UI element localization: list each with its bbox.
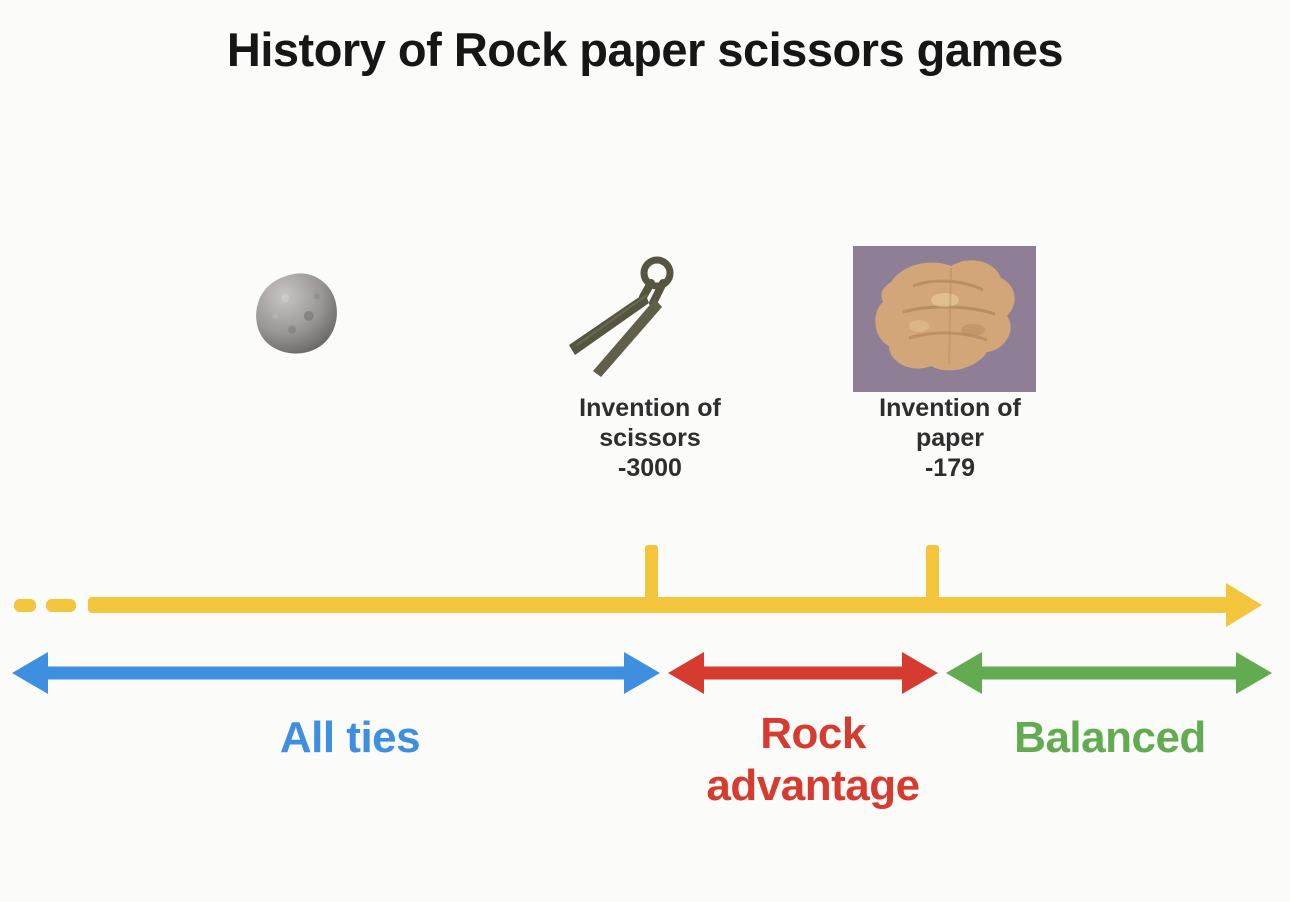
- scissors-image: [555, 245, 700, 385]
- timeline-arrowhead: [1226, 583, 1262, 627]
- arrow-shaft: [700, 666, 906, 680]
- rock-advantage-label: Rock advantage: [706, 709, 920, 810]
- scissors-event-label: Invention of scissors -3000: [545, 393, 755, 483]
- event-line-1: Invention of: [579, 394, 721, 422]
- arrowhead-left-icon: [12, 652, 48, 694]
- all-ties-arrow: [12, 652, 660, 694]
- arrowhead-right-icon: [624, 652, 660, 694]
- arrowhead-right-icon: [902, 652, 938, 694]
- timeline-dash: [14, 599, 36, 612]
- paper-tick-mark: [926, 545, 939, 605]
- event-line-2: scissors: [599, 424, 701, 452]
- arrowhead-right-icon: [1236, 652, 1272, 694]
- arrow-shaft: [978, 666, 1240, 680]
- timeline-dash: [46, 599, 76, 612]
- arrowhead-left-icon: [946, 652, 982, 694]
- paper-image: [853, 246, 1036, 392]
- event-year: -3000: [618, 454, 682, 482]
- event-line-2: paper: [915, 424, 985, 452]
- scissors-tick-mark: [645, 545, 658, 605]
- balanced-label: Balanced: [1014, 713, 1206, 762]
- rock-image: [248, 268, 346, 358]
- diagram-title: History of Rock paper scissors games: [226, 23, 1064, 76]
- timeline-bar: [88, 597, 1228, 613]
- paper-event-label: Invention of paper -179: [845, 393, 1055, 483]
- balanced-arrow: [946, 652, 1272, 694]
- all-ties-label: All ties: [279, 713, 421, 762]
- rock-advantage-arrow: [668, 652, 938, 694]
- arrowhead-left-icon: [668, 652, 704, 694]
- event-line-1: Invention of: [879, 394, 1021, 422]
- arrow-shaft: [44, 666, 628, 680]
- event-year: -179: [924, 454, 976, 482]
